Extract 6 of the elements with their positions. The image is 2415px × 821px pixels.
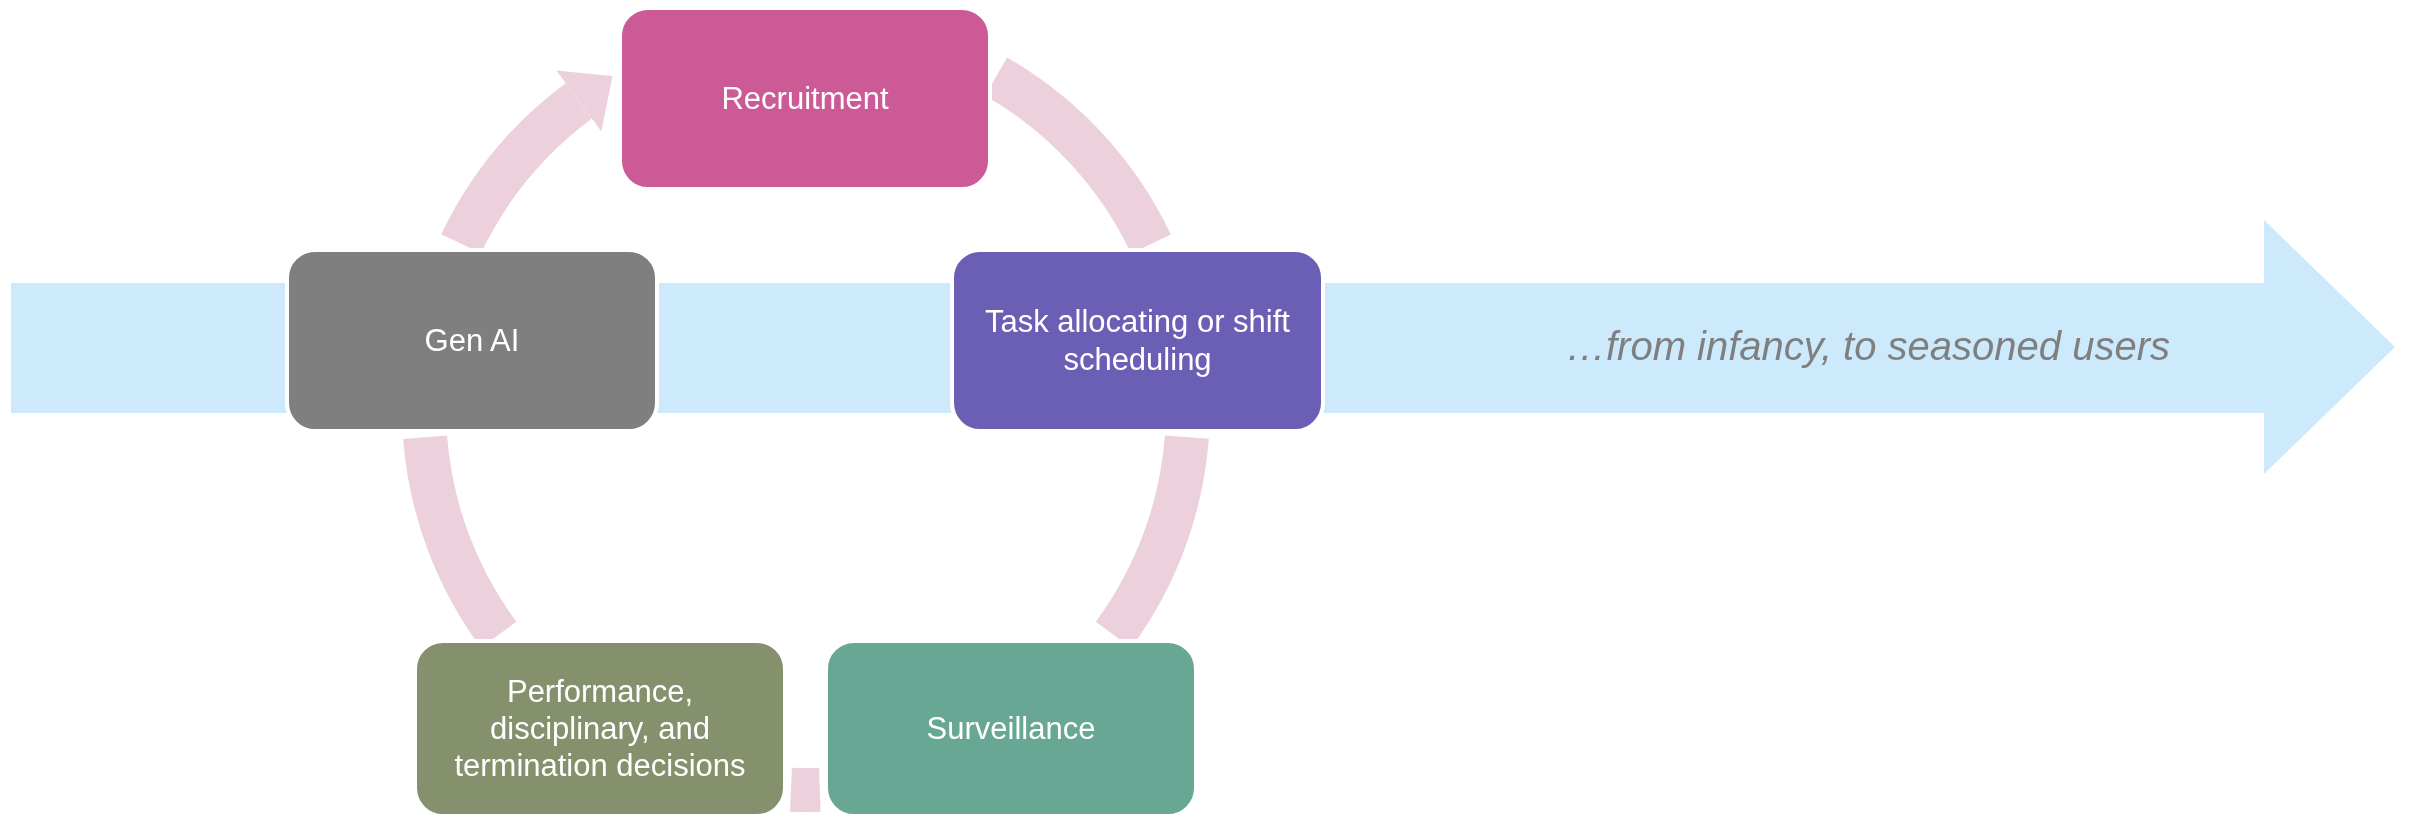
box-label: Gen AI [424,321,520,360]
box-label: Surveillance [926,709,1096,748]
box-label: Recruitment [721,79,889,118]
tagline-text: …from infancy, to seasoned users [1565,324,2171,369]
box-label: Performance, disciplinary, and termination decisions [453,672,747,785]
box-label: Task allocating or shift scheduling [984,303,1291,378]
